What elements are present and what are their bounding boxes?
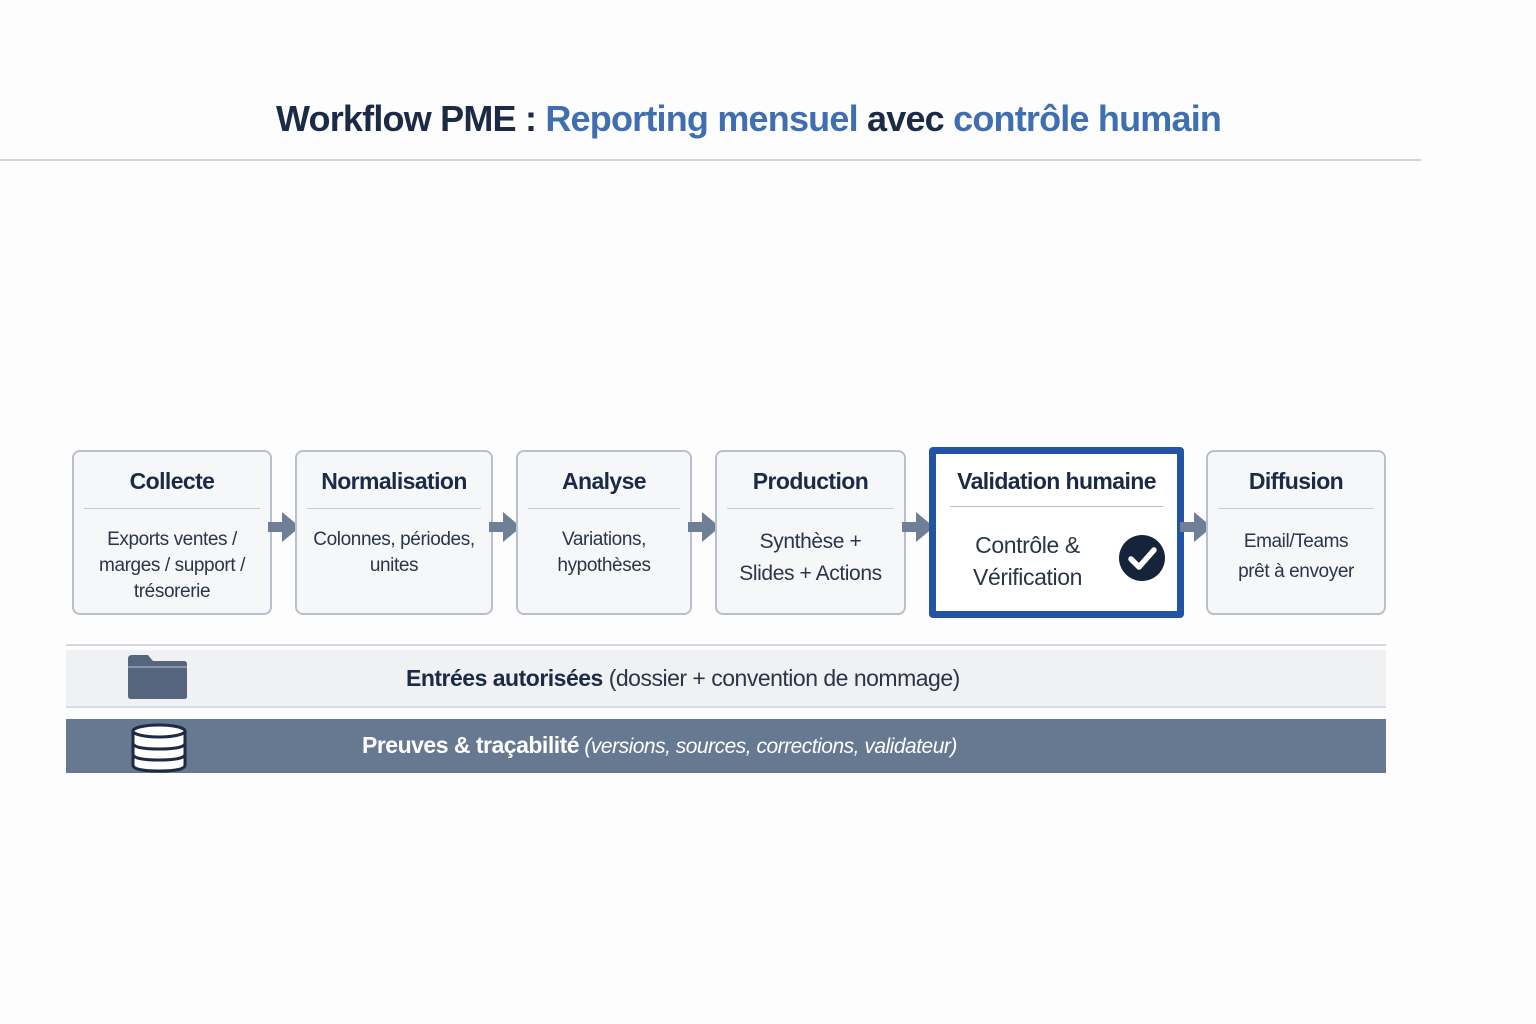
step-desc-line: hypothèses — [557, 555, 651, 576]
proof-band: Preuves & traçabilité (versions, sources… — [66, 719, 1386, 773]
step-description: Contrôle & Vérification — [950, 529, 1105, 593]
check-circle-icon — [1119, 535, 1165, 581]
step-normalisation: Normalisation Colonnes, périodes, unites — [295, 450, 493, 615]
step-desc-line: Slides + Actions — [739, 562, 882, 585]
step-desc-line: Variations, — [562, 529, 646, 550]
step-description: Variations, hypothèses — [528, 527, 680, 579]
step-description: Exports ventes / marges / support / trés… — [84, 527, 260, 605]
arrow-right-icon — [489, 512, 521, 542]
step-title: Validation humaine — [957, 468, 1156, 494]
proof-band-title: Preuves & traçabilité — [362, 732, 580, 758]
step-divider — [727, 508, 894, 509]
inputs-band-detail: (dossier + convention de nommage) — [602, 665, 961, 691]
step-desc-line: unites — [369, 555, 419, 576]
step-desc-line: Synthèse + — [759, 530, 862, 553]
arrow-right-icon — [1180, 512, 1212, 542]
step-divider — [528, 508, 680, 509]
step-desc-line: Colonnes, périodes, — [313, 529, 475, 550]
step-description: Email/Teams prêt à envoyer — [1218, 527, 1374, 587]
step-title: Normalisation — [321, 468, 467, 494]
step-diffusion: Diffusion Email/Teams prêt à envoyer — [1206, 450, 1386, 615]
step-divider — [84, 508, 260, 509]
step-description: Synthèse + Slides + Actions — [727, 526, 894, 590]
step-description: Colonnes, périodes, unites — [307, 527, 481, 579]
step-validation-humaine: Validation humaine Contrôle & Vérificati… — [929, 447, 1184, 618]
step-divider — [950, 506, 1163, 507]
database-icon — [131, 723, 187, 773]
step-desc-line: prêt à envoyer — [1238, 561, 1354, 582]
step-divider — [307, 508, 481, 509]
arrow-right-icon — [688, 512, 720, 542]
folder-icon — [128, 655, 187, 699]
step-desc-line: Email/Teams — [1243, 531, 1349, 552]
step-title: Production — [752, 468, 869, 494]
title-part-2: Reporting mensuel — [545, 98, 858, 139]
band-divider — [66, 644, 1386, 646]
proof-band-label: Preuves & traçabilité (versions, sources… — [362, 732, 957, 759]
inputs-band-title: Entrées autorisées — [406, 665, 603, 691]
inputs-band-label: Entrées autorisées (dossier + convention… — [406, 665, 960, 692]
proof-band-detail: (versions, sources, corrections, validat… — [579, 735, 957, 758]
page-title: Workflow PME : Reporting mensuel avec co… — [276, 98, 1222, 140]
title-part-3: avec — [857, 98, 954, 139]
step-desc-line: Contrôle & — [975, 532, 1080, 558]
title-part-4: contrôle humain — [953, 98, 1222, 139]
step-title: Collecte — [129, 468, 215, 494]
arrow-right-icon — [902, 512, 934, 542]
step-desc-line: Exports ventes / — [107, 529, 237, 550]
step-desc-line: Vérification — [973, 564, 1082, 590]
inputs-band: Entrées autorisées (dossier + convention… — [66, 650, 1386, 708]
step-collecte: Collecte Exports ventes / marges / suppo… — [72, 450, 272, 615]
step-production: Production Synthèse + Slides + Actions — [715, 450, 906, 615]
title-part-1: Workflow PME : — [276, 98, 546, 139]
step-analyse: Analyse Variations, hypothèses — [516, 450, 692, 615]
step-divider — [1218, 508, 1374, 509]
step-title: Diffusion — [1248, 468, 1344, 494]
title-divider — [0, 159, 1421, 161]
step-desc-line: marges / support / — [99, 555, 245, 576]
arrow-right-icon — [268, 512, 300, 542]
step-title: Analyse — [561, 468, 647, 494]
step-desc-line: trésorerie — [133, 581, 211, 602]
